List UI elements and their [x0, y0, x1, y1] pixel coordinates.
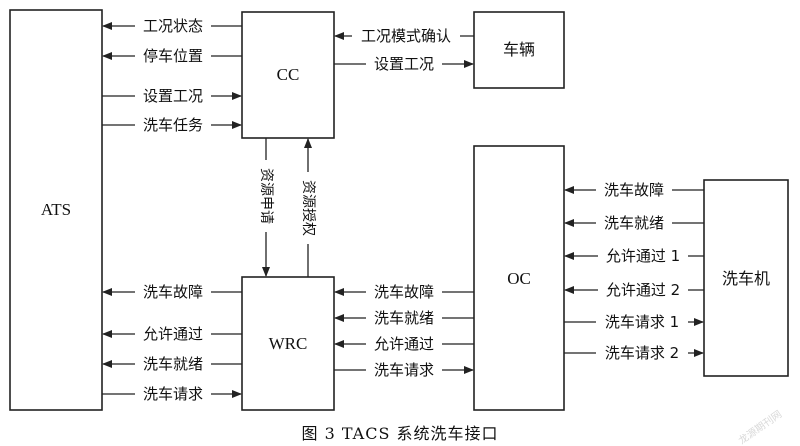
- edge-oc-washer-request1: 洗车请求 1: [564, 312, 704, 332]
- edge-label: 资源申请: [258, 168, 274, 224]
- edge-label: 洗车请求 2: [605, 344, 679, 362]
- edge-cc-wrc-request: 资源申请: [256, 138, 276, 277]
- edge-vehicle-cc-confirm: 工况模式确认: [334, 26, 474, 46]
- edge-label: 允许通过: [374, 335, 434, 353]
- edge-cc-ats-position: 停车位置: [102, 46, 242, 66]
- oc-label: OC: [507, 269, 531, 288]
- washer-label: 洗车机: [722, 269, 770, 288]
- edge-wrc-cc-grant: 资源授权: [298, 138, 318, 277]
- edge-wrc-ats-ready: 洗车就绪: [102, 354, 242, 374]
- edge-label: 允许通过 1: [606, 247, 680, 265]
- edge-label: 允许通过: [143, 325, 203, 343]
- edge-oc-wrc-permit: 允许通过: [334, 334, 474, 354]
- edge-label: 工况状态: [143, 17, 203, 35]
- edge-label: 设置工况: [374, 55, 434, 73]
- edge-label: 工况模式确认: [361, 27, 451, 45]
- watermark: 龙源期刊网: [736, 407, 784, 446]
- washer-box: 洗车机: [703, 179, 789, 377]
- vehicle-label: 车辆: [503, 40, 535, 59]
- edge-washer-oc-ready: 洗车就绪: [564, 213, 704, 233]
- edge-label: 洗车请求: [374, 361, 434, 379]
- oc-box: OC: [473, 145, 565, 411]
- edge-wrc-ats-permit: 允许通过: [102, 324, 242, 344]
- edge-oc-wrc-fault: 洗车故障: [334, 282, 474, 302]
- cc-label: CC: [277, 65, 300, 84]
- edge-washer-oc-fault: 洗车故障: [564, 180, 704, 200]
- vehicle-box: 车辆: [473, 11, 565, 89]
- edge-label: 洗车任务: [143, 116, 203, 134]
- edge-wrc-oc-request: 洗车请求: [334, 360, 474, 380]
- edge-label: 洗车就绪: [604, 214, 664, 232]
- edge-ats-cc-setmode: 设置工况: [102, 86, 242, 106]
- edge-label: 洗车就绪: [143, 355, 203, 373]
- edge-washer-oc-permit2: 允许通过 2: [564, 280, 704, 300]
- edge-washer-oc-permit1: 允许通过 1: [564, 246, 704, 266]
- edge-wrc-ats-fault: 洗车故障: [102, 282, 242, 302]
- edge-label: 资源授权: [300, 180, 316, 236]
- edge-label: 洗车请求 1: [605, 313, 679, 331]
- edge-label: 洗车请求: [143, 385, 203, 403]
- edge-cc-ats-status: 工况状态: [102, 16, 242, 36]
- edge-ats-wrc-request: 洗车请求: [102, 384, 242, 404]
- edge-label: 允许通过 2: [606, 281, 680, 299]
- edge-oc-washer-request2: 洗车请求 2: [564, 343, 704, 363]
- wrc-label: WRC: [269, 334, 308, 353]
- edge-label: 设置工况: [143, 87, 203, 105]
- wrc-box: WRC: [241, 276, 335, 411]
- edge-label: 洗车故障: [604, 181, 664, 199]
- edge-label: 停车位置: [143, 47, 203, 65]
- edge-label: 洗车故障: [374, 283, 434, 301]
- edge-ats-cc-task: 洗车任务: [102, 115, 242, 135]
- edge-label: 洗车故障: [143, 283, 203, 301]
- edge-oc-wrc-ready: 洗车就绪: [334, 308, 474, 328]
- ats-label: ATS: [41, 200, 71, 219]
- cc-box: CC: [241, 11, 335, 139]
- ats-box: ATS: [9, 9, 103, 411]
- edge-label: 洗车就绪: [374, 309, 434, 327]
- edge-cc-vehicle-setmode: 设置工况: [334, 54, 474, 74]
- figure-caption: 图 3 TACS 系统洗车接口: [302, 424, 499, 443]
